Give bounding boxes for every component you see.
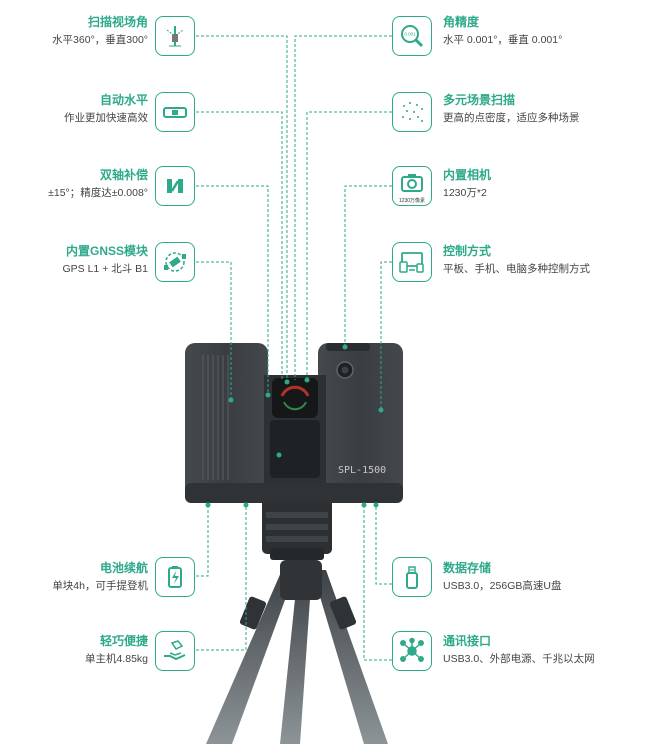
- satellite-icon: [155, 242, 195, 282]
- feature-desc: 平板、手机、电脑多种控制方式: [443, 263, 590, 275]
- model-label: SPL-1500: [338, 465, 386, 476]
- feature-desc: USB3.0，256GB高速U盘: [443, 580, 562, 592]
- magnifier-text: 0.001: [404, 32, 416, 37]
- feature-dual-axis: 双轴补偿 ±15°；精度达±0.008°: [48, 168, 148, 200]
- feature-desc: 更高的点密度，适应多种场景: [443, 112, 580, 124]
- hand-icon: [155, 631, 195, 671]
- feature-desc: 作业更加快速高效: [64, 112, 148, 124]
- feature-desc: 水平 0.001°，垂直 0.001°: [443, 34, 563, 46]
- feature-title: 内置GNSS模块: [65, 244, 148, 258]
- battery-icon: [155, 557, 195, 597]
- feature-portable: 轻巧便捷 单主机4.85kg: [85, 634, 148, 666]
- feature-desc: 1230万*2: [443, 187, 487, 199]
- scan-angle-icon: [155, 16, 195, 56]
- magnifier-icon: 0.001: [392, 16, 432, 56]
- feature-auto-level: 自动水平 作业更加快速高效: [64, 93, 148, 125]
- feature-desc: 单主机4.85kg: [84, 653, 148, 665]
- feature-storage: 数据存储 USB3.0，256GB高速U盘: [443, 561, 561, 593]
- connector-lines: [196, 35, 392, 661]
- feature-desc: 水平360°，垂直300°: [52, 34, 148, 46]
- usb-drive-icon: [392, 557, 432, 597]
- feature-title: 控制方式: [443, 244, 492, 258]
- feature-precision: 角精度 水平 0.001°，垂直 0.001°: [443, 15, 562, 47]
- feature-title: 自动水平: [99, 93, 148, 107]
- feature-view-angle: 扫描视场角 水平360°，垂直300°: [52, 15, 148, 47]
- feature-gnss: 内置GNSS模块 GPS L1 + 北斗 B1: [63, 244, 149, 276]
- point-cloud-icon: [392, 92, 432, 132]
- camera-caption: 1230万像素: [398, 198, 426, 204]
- rotary-base: [262, 498, 332, 560]
- feature-camera: 内置相机 1230万*2: [443, 168, 491, 200]
- tripod: [206, 560, 388, 744]
- feature-control: 控制方式 平板、手机、电脑多种控制方式: [443, 244, 590, 276]
- feature-desc: USB3.0、外部电源、千兆以太网: [443, 653, 595, 665]
- feature-title: 电池续航: [99, 561, 148, 575]
- scanner-body: SPL-1500: [185, 343, 403, 503]
- level-icon: [155, 92, 195, 132]
- devices-icon: [392, 242, 432, 282]
- network-hub-icon: [392, 631, 432, 671]
- connector-dots: [205, 344, 384, 508]
- feature-title: 角精度: [443, 15, 480, 29]
- feature-multi-scene: 多元场景扫描 更高的点密度，适应多种场景: [443, 93, 580, 125]
- camera-icon: 1230万像素: [392, 166, 432, 206]
- feature-title: 内置相机: [443, 168, 492, 182]
- feature-title: 双轴补偿: [99, 168, 148, 182]
- feature-battery: 电池续航 单块4h，可手提登机: [52, 561, 148, 593]
- feature-desc: 单块4h，可手提登机: [52, 580, 148, 592]
- dual-axis-icon: [155, 166, 195, 206]
- feature-title: 数据存储: [443, 561, 492, 575]
- feature-desc: GPS L1 + 北斗 B1: [62, 263, 149, 275]
- feature-interface: 通讯接口 USB3.0、外部电源、千兆以太网: [443, 634, 595, 666]
- feature-title: 多元场景扫描: [443, 93, 516, 107]
- feature-title: 扫描视场角: [87, 15, 148, 29]
- feature-title: 通讯接口: [443, 634, 492, 648]
- feature-desc: ±15°；精度达±0.008°: [48, 187, 148, 199]
- feature-title: 轻巧便捷: [99, 634, 148, 648]
